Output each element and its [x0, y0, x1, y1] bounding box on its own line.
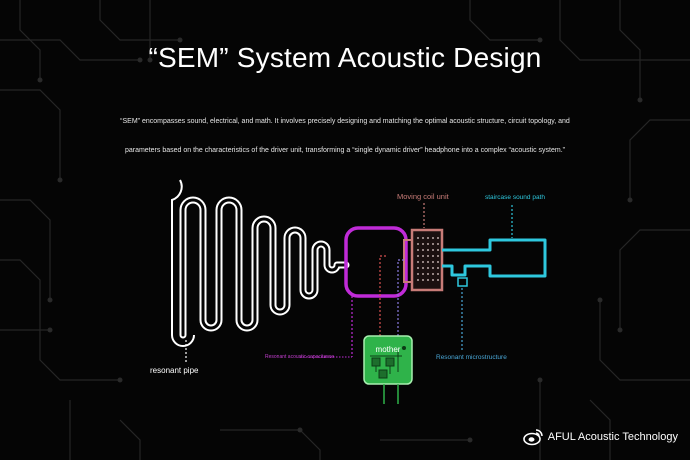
chip-label: mother: [376, 345, 401, 354]
moving-coil-label: Moving coil unit: [397, 192, 449, 201]
circuit-board: [363, 335, 413, 404]
brand-name: AFUL Acoustic Technology: [547, 431, 678, 443]
capacitance-label: Resonant acoustic capacitance: [265, 354, 335, 360]
brand-watermark: AFUL Acoustic Technology: [522, 428, 678, 446]
acoustic-cavity: [344, 226, 408, 298]
resonant-microstructure: [457, 277, 468, 287]
microstructure-label: Resonant microstructure: [436, 354, 507, 361]
staircase-sound-path: [442, 238, 547, 278]
weibo-icon: [522, 429, 543, 446]
moving-coil-unit: [403, 228, 444, 292]
staircase-label: staircase sound path: [485, 194, 545, 201]
description-line-1: “SEM” encompasses sound, electrical, and…: [120, 118, 570, 125]
description-line-2: parameters based on the characteristics …: [124, 147, 566, 154]
resonant-pipe: [171, 179, 350, 347]
page-title: “SEM” System Acoustic Design: [148, 42, 542, 73]
resonant-pipe-label: resonant pipe: [150, 366, 199, 375]
